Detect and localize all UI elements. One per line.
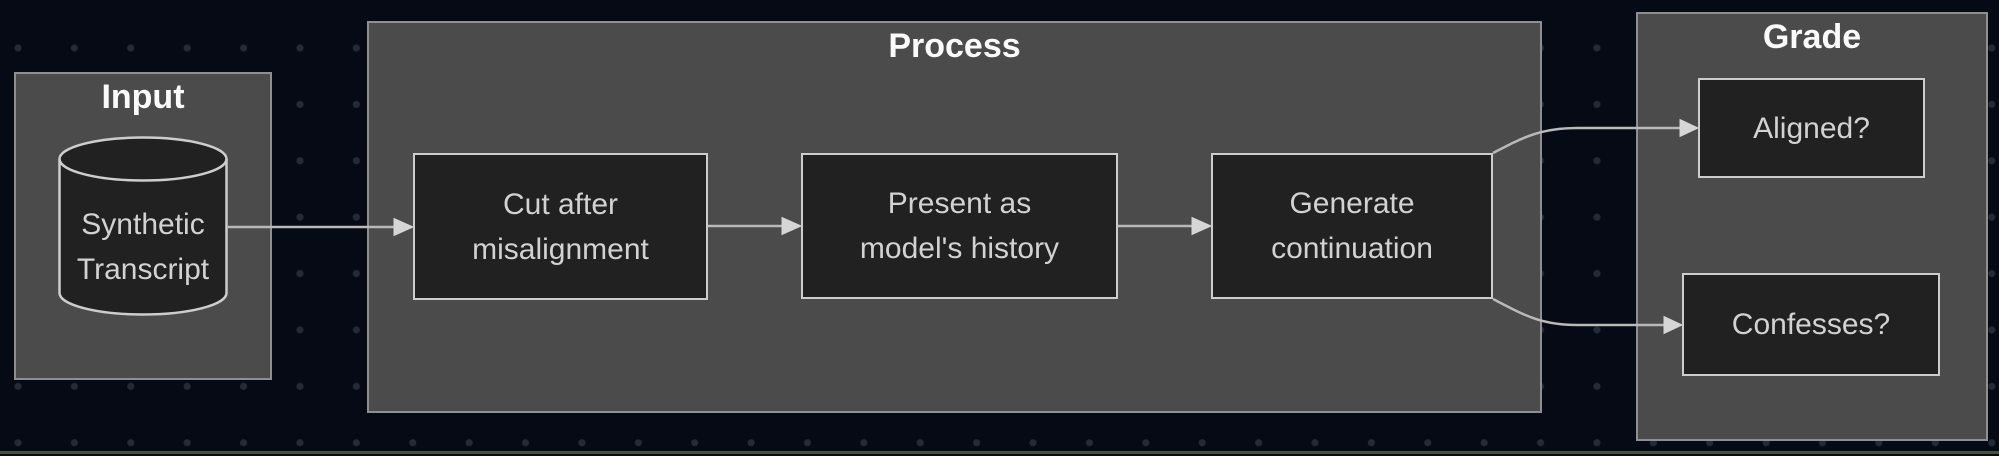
arrowhead-generate xyxy=(1191,216,1213,236)
arrowhead-present xyxy=(781,216,803,236)
edge-generate-to-confesses xyxy=(1492,297,1665,327)
node-aligned-label: Aligned? xyxy=(1753,111,1870,145)
section-grade-title: Grade xyxy=(1762,18,1862,56)
edge-generate-to-aligned xyxy=(1492,126,1681,155)
node-synthetic-transcript-label: Synthetic Transcript xyxy=(59,202,227,292)
database-cylinder-shape xyxy=(59,137,227,315)
node-synthetic-transcript-line1: Synthetic xyxy=(81,208,205,241)
bottom-edge-line xyxy=(0,451,1999,454)
node-generate-line2: continuation xyxy=(1271,232,1433,265)
node-cut-after-line2: misalignment xyxy=(472,232,649,266)
node-synthetic-transcript-line2: Transcript xyxy=(76,253,210,286)
node-confesses-label: Confesses? xyxy=(1731,308,1891,341)
section-process-title: Process xyxy=(888,27,1021,65)
database-cylinder-body-stroke xyxy=(58,159,228,316)
node-present-as-line2: model's history xyxy=(859,232,1060,265)
node-present-as-line1: Present as xyxy=(887,187,1032,220)
node-present-as-models-history: Present as model's history xyxy=(801,153,1118,299)
node-cut-after-misalignment: Cut after misalignment xyxy=(413,153,708,300)
node-aligned: Aligned? xyxy=(1698,78,1925,178)
section-input-title: Input xyxy=(101,78,185,116)
node-confesses: Confesses? xyxy=(1682,273,1940,376)
arrowhead-confesses xyxy=(1663,315,1684,335)
arrowhead-aligned xyxy=(1679,118,1700,138)
node-generate-line1: Generate xyxy=(1289,187,1415,220)
arrowhead-cut xyxy=(393,217,415,237)
node-generate-continuation: Generate continuation xyxy=(1211,153,1493,299)
database-cylinder-top-rim xyxy=(58,136,228,182)
node-cut-after-line1: Cut after xyxy=(502,187,619,221)
